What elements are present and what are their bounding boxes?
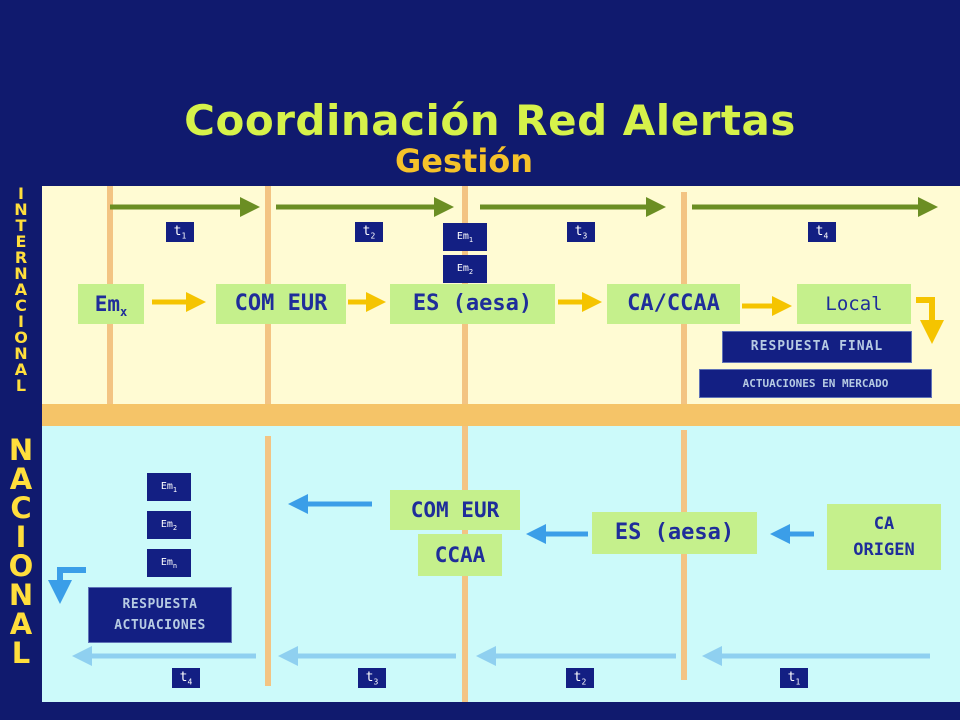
yellow-bent-arrow xyxy=(916,297,944,344)
intl-t-label-2: t2 xyxy=(355,222,383,242)
page-title: Coordinación Red Alertas xyxy=(184,96,796,145)
intl-t-label-3: t3 xyxy=(567,222,595,242)
natl-em-box-1: Em1 xyxy=(147,473,191,501)
natl-t-label-2: t2 xyxy=(566,668,594,688)
respuesta-final-box: RESPUESTA FINAL xyxy=(722,331,912,363)
node-es-aesa-intl: ES (aesa) xyxy=(390,284,555,324)
node-local: Local xyxy=(797,284,911,324)
intl-t-label-1: t1 xyxy=(166,222,194,242)
actuaciones-mercado-box: ACTUACIONES EN MERCADO xyxy=(699,369,932,398)
intl-t-label-4: t4 xyxy=(808,222,836,242)
node-es-aesa-natl: ES (aesa) xyxy=(592,512,757,554)
natl-t-label-1: t1 xyxy=(780,668,808,688)
natl-em-box-2: Em2 xyxy=(147,511,191,539)
intl-em-box-2: Em2 xyxy=(443,255,487,283)
node-ca-ccaa: CA/CCAA xyxy=(607,284,740,324)
natl-t-label-3: t3 xyxy=(358,668,386,688)
node-ccaa: CCAA xyxy=(418,534,502,576)
natl-em-box-n: Emn xyxy=(147,549,191,577)
blue-bent-arrow xyxy=(48,567,86,604)
node-com-eur-intl: COM EUR xyxy=(216,284,346,324)
bottom-divider-3 xyxy=(681,430,687,680)
node-com-eur-natl: COM EUR xyxy=(390,490,520,530)
panel-separator xyxy=(42,404,960,426)
node-emx: Emx xyxy=(78,284,144,324)
intl-em-box-1: Em1 xyxy=(443,223,487,251)
natl-t-label-4: t4 xyxy=(172,668,200,688)
bottom-divider-1 xyxy=(265,436,271,686)
page-subtitle: Gestión xyxy=(395,142,534,180)
